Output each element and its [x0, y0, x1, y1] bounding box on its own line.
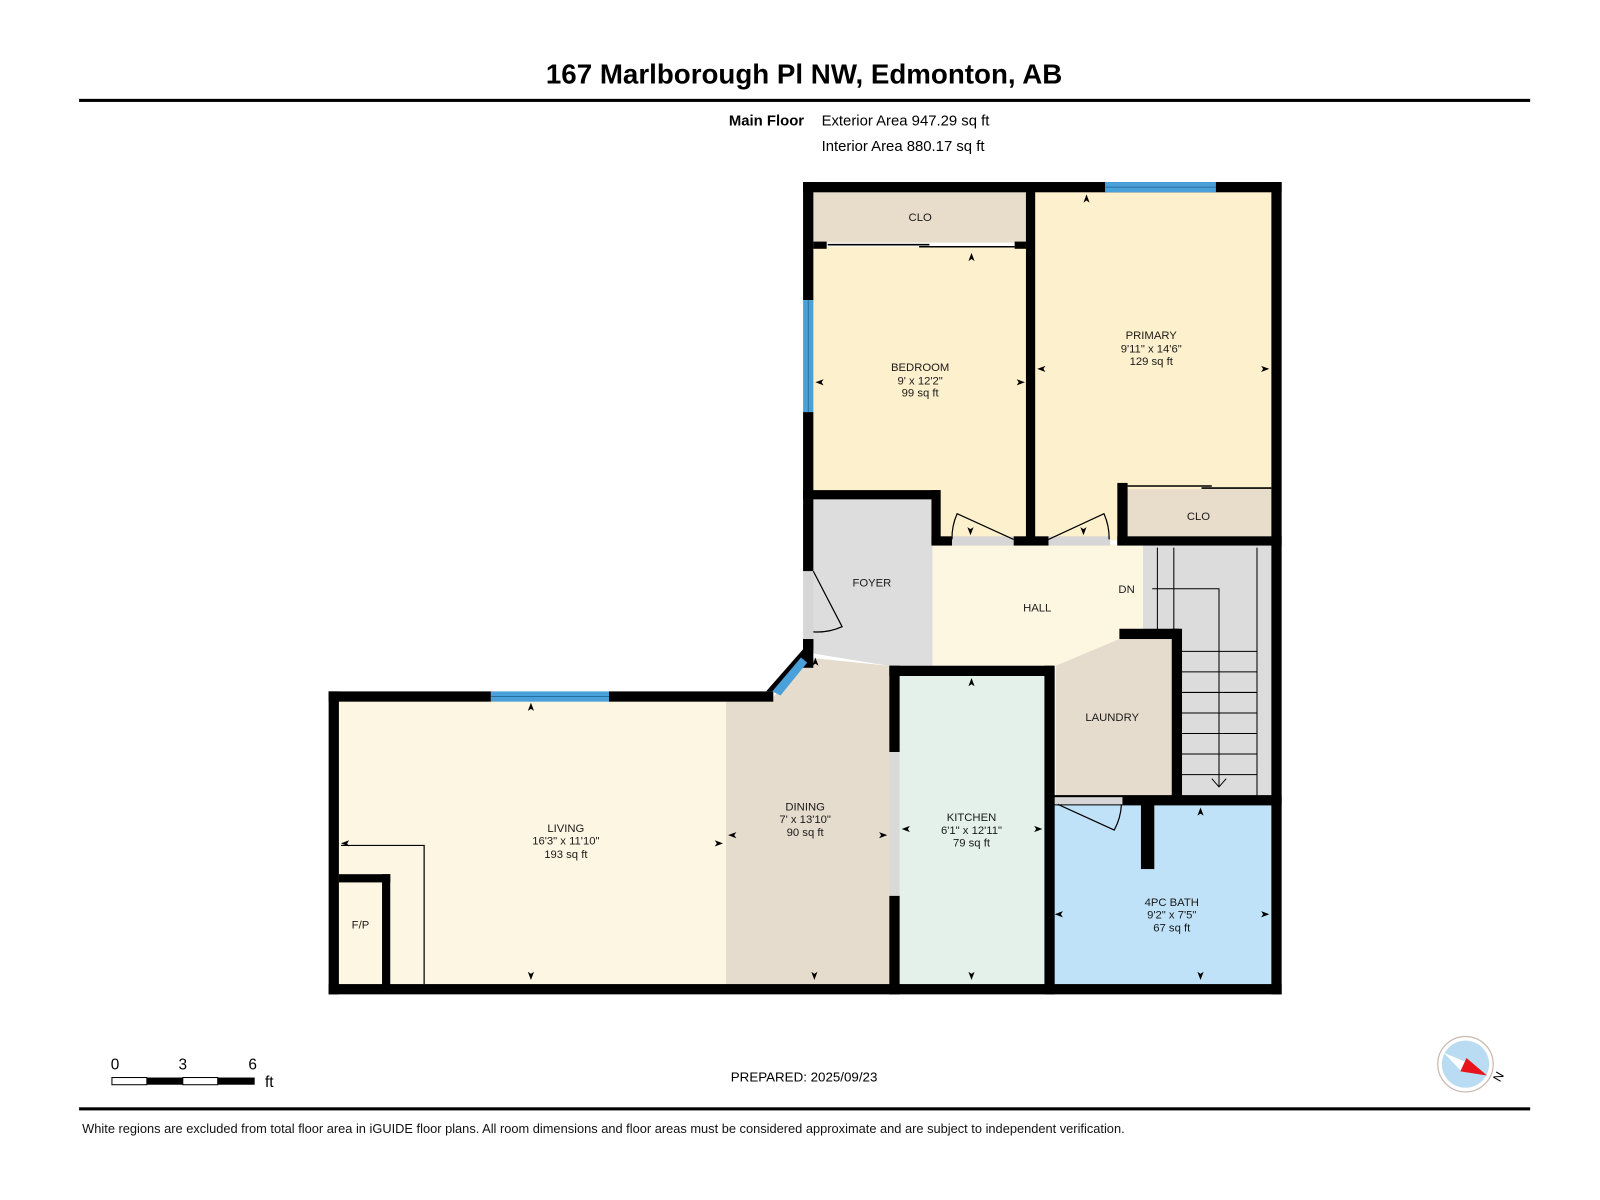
- label-bedroom: BEDROOM: [891, 362, 949, 374]
- scale-tick-0: 0: [111, 1056, 120, 1073]
- dimension-arrows: [340, 194, 1270, 980]
- label-primary: PRIMARY: [1126, 330, 1178, 342]
- dims-bedroom: 9' x 12'2": [897, 375, 942, 387]
- area-dining: 90 sq ft: [787, 827, 825, 839]
- room-bath: [1052, 803, 1273, 989]
- room-kitchen: [898, 673, 1049, 989]
- label-kitchen: KITCHEN: [947, 812, 997, 824]
- label-laundry: LAUNDRY: [1085, 712, 1139, 724]
- dims-living: 16'3" x 11'10": [532, 835, 599, 847]
- scale-tick-3: 3: [179, 1056, 188, 1073]
- compass-north-label: N: [1490, 1069, 1507, 1084]
- room-hall: [932, 544, 1144, 666]
- room-laundry: [1055, 639, 1173, 798]
- doors: [803, 512, 1123, 896]
- room-clo-primary: [1126, 489, 1273, 541]
- area-bedroom: 99 sq ft: [902, 388, 940, 400]
- window-diagonal: [772, 657, 808, 696]
- dims-kitchen: 6'1" x 12'11": [941, 825, 1002, 837]
- label-dining: DINING: [785, 802, 824, 814]
- exterior-area: Exterior Area 947.29 sq ft: [822, 114, 991, 130]
- dims-bath: 9'2" x 7'5": [1147, 909, 1196, 921]
- area-kitchen: 79 sq ft: [953, 837, 991, 849]
- scale-tick-6: 6: [248, 1056, 257, 1073]
- label-bath: 4PC BATH: [1145, 897, 1199, 909]
- label-hall: HALL: [1023, 602, 1051, 614]
- room-living: [337, 700, 727, 989]
- header-rule: [79, 98, 1531, 102]
- room-fills: [337, 191, 1273, 989]
- dims-dining: 7' x 13'10": [779, 814, 831, 826]
- staircase: [1152, 547, 1258, 798]
- label-stairs-dn: DN: [1118, 584, 1134, 596]
- label-clo-top: CLO: [909, 212, 932, 224]
- label-living: LIVING: [547, 823, 584, 835]
- scale-bar: 0 3 6 ft: [111, 1056, 274, 1090]
- interior-area: Interior Area 880.17 sq ft: [822, 139, 986, 155]
- room-labels: CLO BEDROOM 9' x 12'2" 99 sq ft PRIMARY …: [352, 212, 1211, 935]
- room-dining: [726, 657, 899, 989]
- area-primary: 129 sq ft: [1130, 356, 1174, 368]
- page-title: 167 Marlborough Pl NW, Edmonton, AB: [546, 58, 1062, 89]
- label-foyer: FOYER: [852, 578, 891, 590]
- area-living: 193 sq ft: [544, 849, 588, 861]
- footer-rule: [79, 1107, 1531, 1111]
- room-foyer: [812, 499, 933, 666]
- label-fireplace: F/P: [352, 920, 370, 932]
- room-primary: [1034, 191, 1273, 541]
- room-clo-top: [812, 191, 1028, 243]
- prepared-date: PREPARED: 2025/09/23: [731, 1070, 878, 1085]
- diagonal-wall: [766, 639, 814, 692]
- dims-primary: 9'11" x 14'6": [1121, 344, 1182, 356]
- compass-icon: N: [1437, 1035, 1507, 1093]
- floor-label: Main Floor: [729, 114, 804, 130]
- label-clo-primary: CLO: [1187, 511, 1210, 523]
- scale-unit: ft: [265, 1074, 274, 1091]
- area-bath: 67 sq ft: [1153, 923, 1191, 935]
- disclaimer: White regions are excluded from total fl…: [82, 1121, 1124, 1136]
- room-fireplace: [337, 880, 386, 989]
- hearth-outline: [340, 844, 425, 985]
- closet-sliding-doors: [827, 243, 1272, 489]
